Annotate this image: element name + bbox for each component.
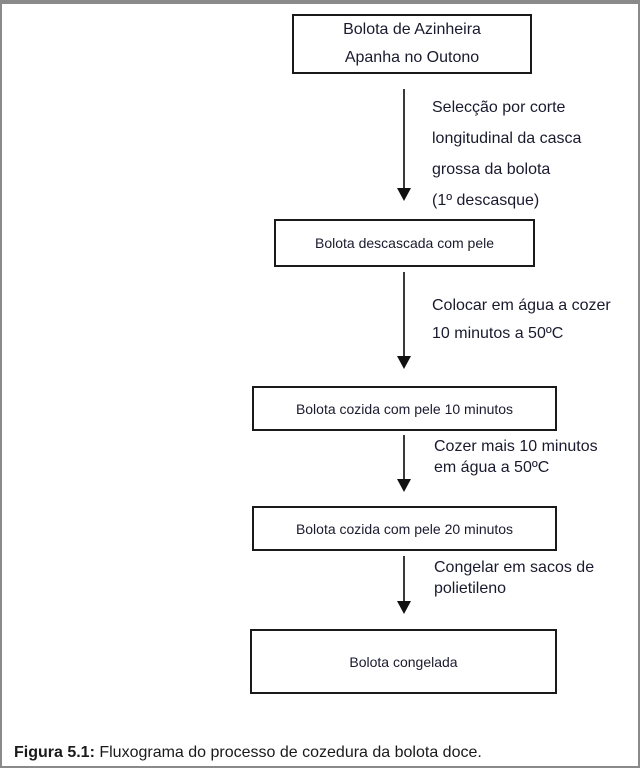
step-text-line: 10 minutos a 50ºC	[432, 325, 564, 342]
arrow-shaft	[403, 272, 405, 356]
step-label-congelar: Congelar em sacos de polietileno	[434, 557, 594, 599]
arrow-head	[397, 356, 411, 369]
step-label-seleccao: Selecção por corte longitudinal da casca…	[432, 92, 581, 216]
figure-caption-text: Fluxograma do processo de cozedura da bo…	[94, 744, 482, 761]
step-text-line: Selecção por corte	[432, 99, 566, 116]
step-text-line: grossa da bolota	[432, 161, 551, 178]
node-text-line: Bolota cozida com pele 20 minutos	[295, 520, 514, 537]
node-text-line: Apanha no Outono	[344, 49, 480, 66]
down-arrow-icon	[397, 89, 411, 201]
step-text-line: polietileno	[434, 580, 507, 597]
flow-node-cozida-20-minutos: Bolota cozida com pele 20 minutos	[252, 506, 557, 551]
step-text-line: Congelar em sacos de	[434, 559, 595, 576]
flow-node-bolota-de-azinheira: Bolota de Azinheira Apanha no Outono	[292, 14, 532, 74]
arrow-head	[397, 479, 411, 492]
node-text-line: Bolota descascada com pele	[315, 235, 494, 251]
step-text-line: longitudinal da casca	[432, 130, 582, 147]
flow-node-cozida-10-minutos: Bolota cozida com pele 10 minutos	[252, 386, 557, 431]
step-text-line: (1º descasque)	[432, 192, 540, 209]
flow-node-bolota-congelada: Bolota congelada	[250, 629, 557, 694]
arrow-shaft	[403, 89, 405, 188]
figure-caption-label: Figura 5.1:	[14, 744, 95, 761]
flow-node-bolota-descascada: Bolota descascada com pele	[274, 219, 535, 267]
step-label-cozer-mais: Cozer mais 10 minutos em água a 50ºC	[434, 436, 598, 478]
down-arrow-icon	[397, 272, 411, 369]
step-text-line: em água a 50ºC	[434, 459, 550, 476]
arrow-shaft	[403, 556, 405, 601]
step-text-line: Colocar em água a cozer	[432, 297, 611, 314]
figure-caption: Figura 5.1: Fluxograma do processo de co…	[14, 744, 482, 762]
node-text-line: Bolota cozida com pele 10 minutos	[295, 400, 514, 417]
step-label-colocar-em-agua: Colocar em água a cozer 10 minutos a 50º…	[432, 292, 611, 348]
step-text-line: Cozer mais 10 minutos	[434, 438, 598, 455]
node-text-line: Bolota congelada	[349, 653, 458, 670]
arrow-head	[397, 601, 411, 614]
node-text-line: Bolota de Azinheira	[343, 21, 481, 38]
down-arrow-icon	[397, 435, 411, 492]
down-arrow-icon	[397, 556, 411, 614]
arrow-head	[397, 188, 411, 201]
arrow-shaft	[403, 435, 405, 479]
